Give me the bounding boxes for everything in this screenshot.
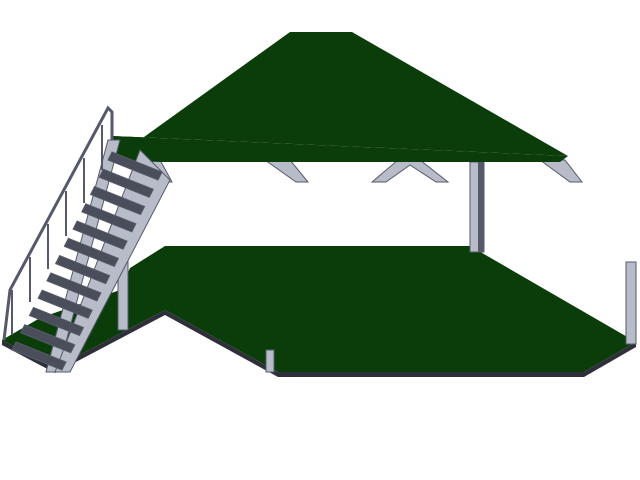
- stair-tread: [107, 151, 163, 181]
- roof-braces: [138, 159, 584, 183]
- stair-tread: [28, 306, 85, 337]
- stair-tread: [46, 272, 102, 302]
- post-stub: [265, 349, 275, 373]
- stair-tread: [81, 203, 137, 233]
- stair-tread: [72, 220, 128, 250]
- stair-tread: [20, 324, 76, 354]
- brace: [370, 159, 450, 183]
- upper-deck-underside: [112, 136, 568, 162]
- lower-deck: [2, 246, 636, 377]
- stair-tread: [11, 341, 67, 371]
- post-shade: [478, 162, 484, 252]
- brace: [538, 159, 584, 183]
- stair-tread: [63, 237, 120, 267]
- post: [625, 261, 637, 345]
- staircase: [2, 105, 171, 373]
- handrail: [2, 105, 114, 341]
- stair-tread: [89, 185, 146, 216]
- support-posts: [117, 161, 637, 373]
- upper-deck: [112, 32, 568, 162]
- upper-deck-surface: [112, 32, 568, 160]
- lower-deck-surface: [2, 246, 636, 372]
- stair-tread: [54, 255, 111, 285]
- stair-tread: [98, 168, 154, 198]
- stair-tread: [37, 289, 93, 319]
- brace: [263, 159, 310, 183]
